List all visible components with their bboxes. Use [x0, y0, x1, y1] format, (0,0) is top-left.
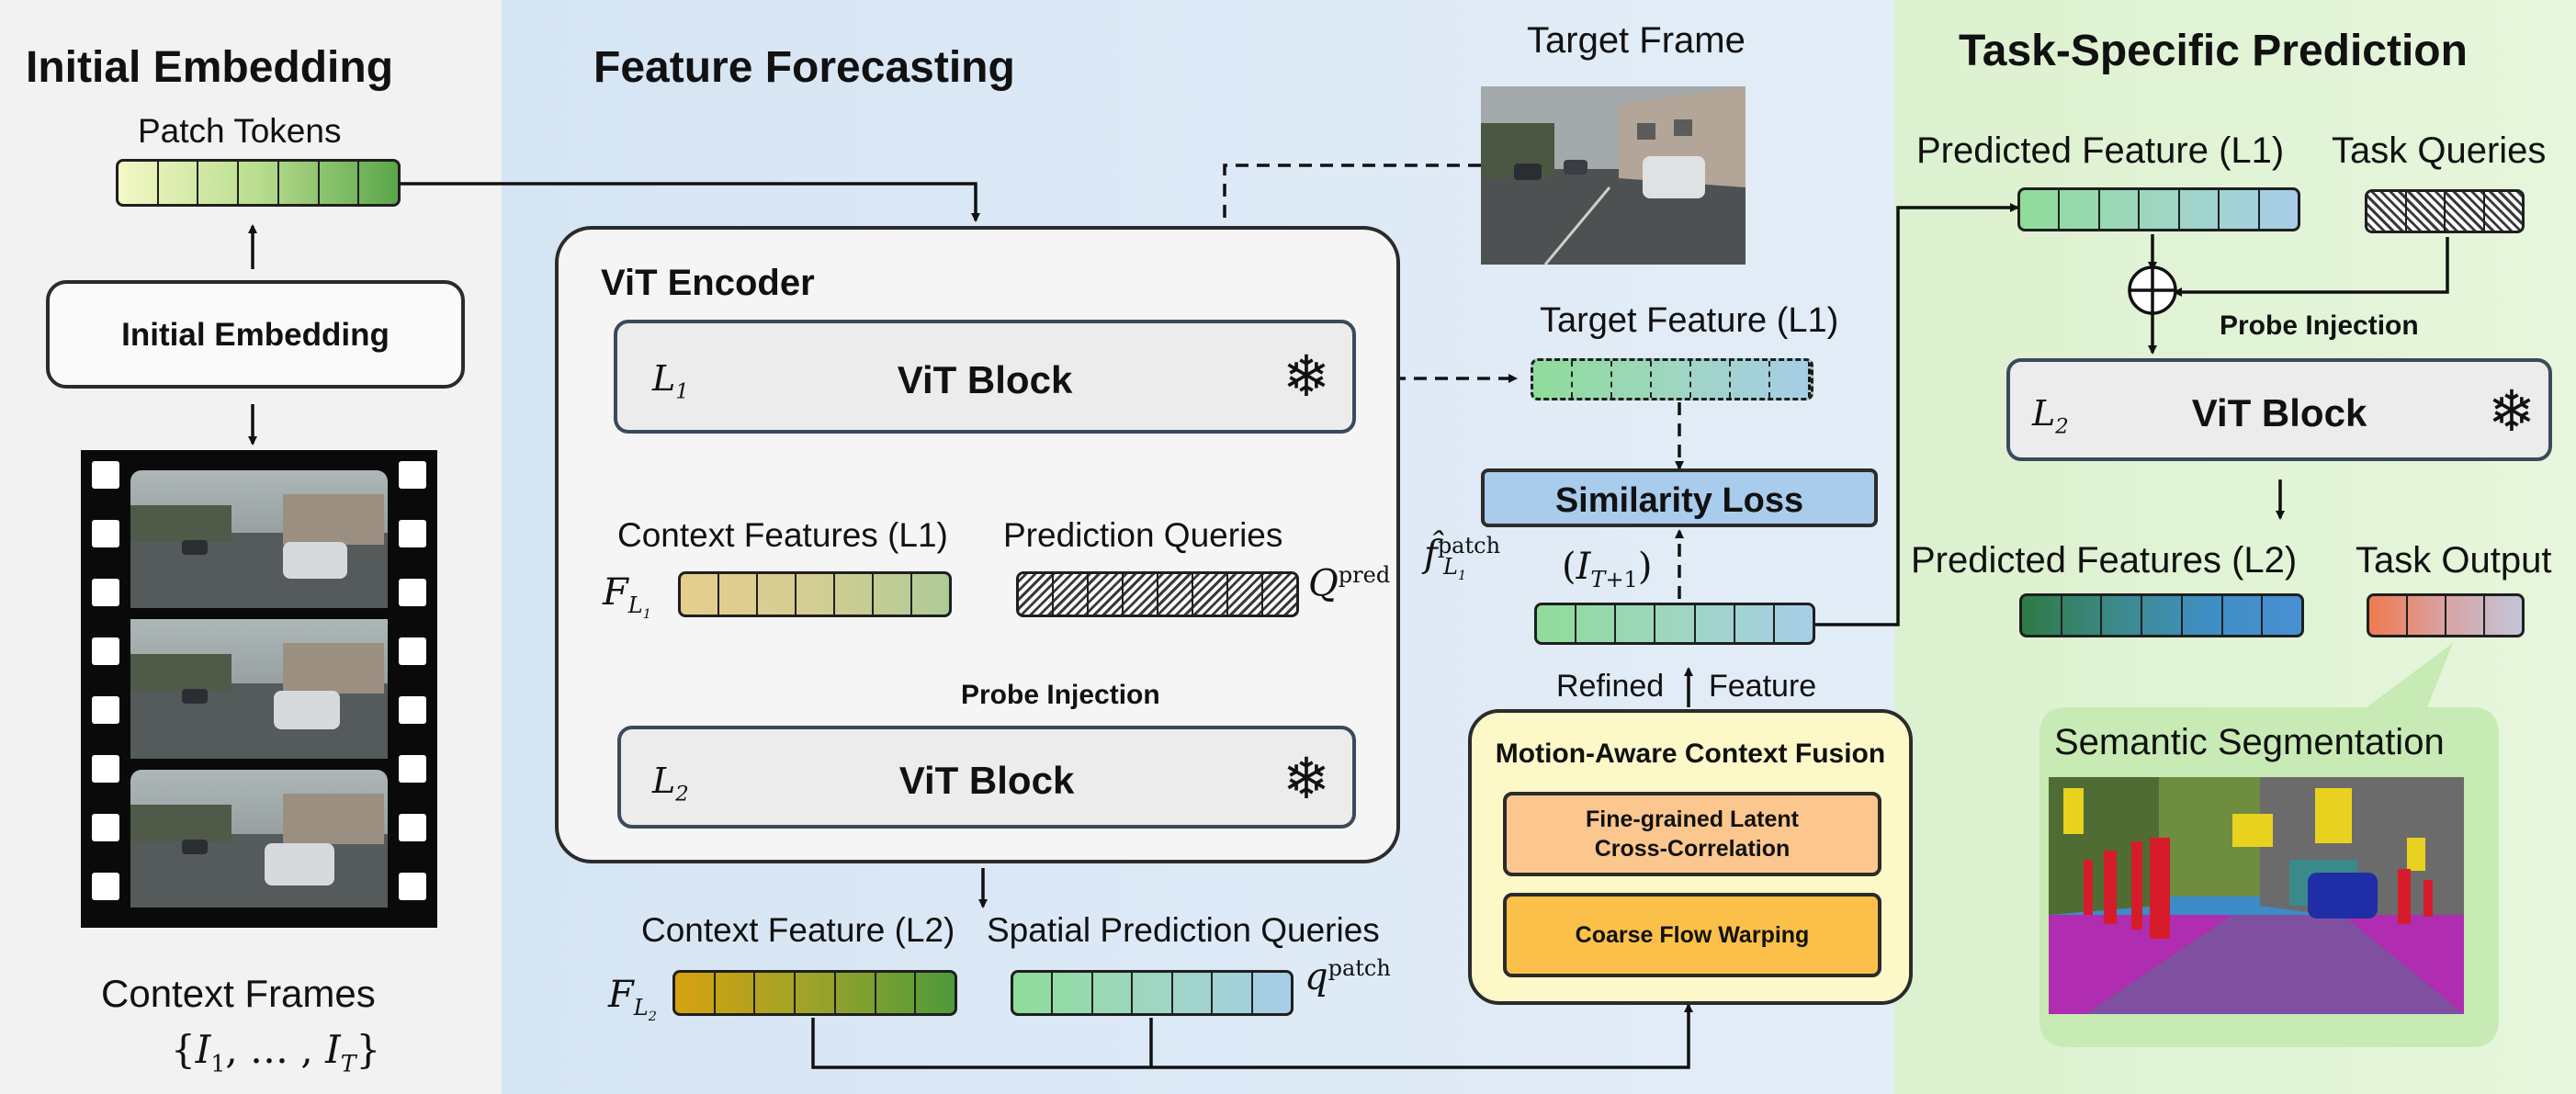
fusion-item-flow-warping: Coarse Flow Warping	[1503, 893, 1881, 977]
target-feature-l1-label: Target Feature (L1)	[1540, 301, 1839, 340]
refined-label: Refined	[1556, 669, 1665, 704]
patch-tokens-label: Patch Tokens	[138, 112, 342, 150]
predicted-features-l2	[2019, 593, 2304, 637]
target-frame-image	[1481, 86, 1746, 265]
feature-label: Feature	[1709, 669, 1817, 704]
vit-block-l2-label: ViT Block	[898, 759, 1075, 802]
task-queries-label: Task Queries	[2332, 130, 2547, 171]
initial-embedding-box-label: Initial Embedding	[121, 317, 390, 353]
vit-block-l1-label: ViT Block	[897, 358, 1073, 401]
target-frame-label: Target Frame	[1527, 20, 1746, 61]
context-features-l1	[678, 571, 952, 617]
similarity-loss-box: Similarity Loss	[1481, 468, 1878, 527]
film-strip-icon	[81, 450, 437, 928]
motion-aware-context-fusion: Motion-Aware Context Fusion Fine-grained…	[1468, 709, 1913, 1005]
semantic-segmentation-label: Semantic Segmentation	[2054, 722, 2445, 762]
spatial-prediction-queries	[1011, 970, 1294, 1016]
layer-l2-right-label: L2	[2032, 393, 2069, 439]
vit-block-l2[interactable]: L2 ViT Block ❄	[617, 726, 1356, 829]
q-patch-symbol: qpatch	[1305, 955, 1391, 998]
task-queries	[2365, 189, 2525, 233]
vit-block-l1[interactable]: L1 ViT Block ❄	[614, 320, 1356, 434]
patch-tokens	[116, 159, 401, 207]
task-output	[2367, 593, 2525, 637]
layer-l2-label: L2	[652, 761, 689, 806]
context-feature-l2-label: Context Feature (L2)	[641, 911, 955, 949]
probe-injection-right-label: Probe Injection	[2220, 310, 2419, 341]
fusion-item-cross-correlation-label: Fine-grained Latent Cross-Correlation	[1586, 806, 1799, 862]
spatial-prediction-queries-label: Spatial Prediction Queries	[987, 911, 1380, 949]
snowflake-icon: ❄	[2488, 380, 2536, 444]
target-feature-l1	[1531, 358, 1813, 400]
fusion-item-cross-correlation: Fine-grained Latent Cross-Correlation	[1503, 792, 1881, 876]
predicted-feature-token	[1534, 603, 1815, 645]
i-t-plus-1-symbol: (IT+1)	[1562, 546, 1653, 592]
fusion-title: Motion-Aware Context Fusion	[1495, 739, 1886, 769]
context-frames-set: {I1, … , IT}	[171, 1027, 381, 1077]
initial-embedding-box: Initial Embedding	[46, 280, 465, 389]
layer-l1-label: L1	[652, 358, 689, 404]
context-features-l1-label: Context Features (L1)	[617, 516, 948, 554]
predicted-feature-l1-label: Predicted Feature (L1)	[1916, 130, 2285, 171]
snowflake-icon: ❄	[1282, 345, 1330, 409]
segmentation-image	[2049, 777, 2464, 1014]
section-title-task-specific-prediction: Task-Specific Prediction	[1959, 27, 2468, 75]
probe-injection-label: Probe Injection	[961, 680, 1160, 710]
f-l1-symbol: FL1	[603, 571, 651, 622]
section-title-feature-forecasting: Feature Forecasting	[593, 43, 1015, 92]
vit-encoder-title: ViT Encoder	[601, 263, 815, 303]
vit-block-right-l2-label: ViT Block	[2191, 391, 2367, 434]
task-output-label: Task Output	[2356, 540, 2552, 581]
q-pred-symbol: Qpred	[1308, 562, 1391, 605]
predicted-features-l2-label: Predicted Features (L2)	[1911, 540, 2298, 581]
fusion-item-flow-warping-label: Coarse Flow Warping	[1575, 921, 1810, 948]
context-frames-label: Context Frames	[101, 972, 376, 1015]
f-l2-symbol: FL2	[608, 974, 657, 1024]
similarity-loss-label: Similarity Loss	[1554, 481, 1804, 520]
prediction-queries	[1016, 571, 1299, 617]
vit-block-right-l2[interactable]: L2 ViT Block ❄	[2006, 358, 2552, 461]
circled-plus-icon	[2128, 265, 2177, 315]
context-feature-l2	[672, 970, 957, 1016]
section-title-initial-embedding: Initial Embedding	[26, 43, 394, 92]
predicted-feature-l1	[2017, 187, 2300, 231]
prediction-queries-label: Prediction Queries	[1003, 516, 1283, 554]
f-hat-symbol: f̂patchL1	[1424, 533, 1501, 584]
snowflake-icon: ❄	[1282, 748, 1330, 811]
